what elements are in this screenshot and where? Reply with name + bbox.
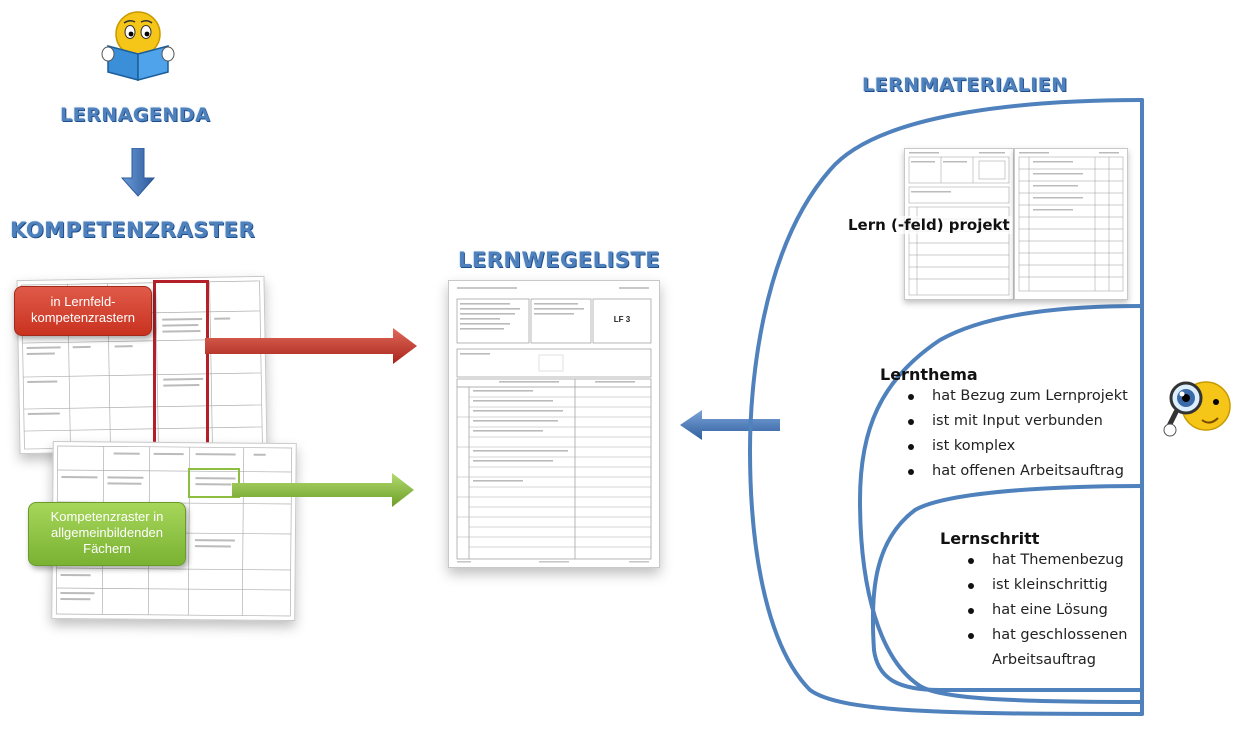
lernthema-item: hat Bezug zum Lernprojekt <box>906 384 1128 409</box>
callout-allgemein: Kompetenzraster in allgemeinbildenden Fä… <box>28 502 186 566</box>
materials-nesting-curves <box>747 98 1144 716</box>
lernschritt-item: ist kleinschrittig <box>966 573 1132 598</box>
lernprojekt-document-right <box>1014 148 1128 300</box>
callout-lernfeld: in Lernfeld- kompetenzrastern <box>14 286 152 336</box>
magnifier-smiley-icon <box>1163 381 1231 437</box>
lernprojekt-title: Lern (-feld) projekt <box>846 216 1012 234</box>
reading-smiley-icon <box>101 11 175 81</box>
down-arrow-icon <box>120 148 156 197</box>
lernschritt-item: hat geschlossenen Arbeitsauftrag <box>966 623 1132 673</box>
lernthema-list: hat Bezug zum Lernprojekt ist mit Input … <box>906 384 1128 484</box>
lernwegeliste-lf-label: LF 3 <box>613 315 631 324</box>
lernschritt-item: hat eine Lösung <box>966 598 1132 623</box>
green-arrow <box>232 473 414 507</box>
lernthema-item: ist komplex <box>906 434 1128 459</box>
blue-arrow <box>680 410 780 440</box>
red-arrow <box>205 328 417 364</box>
lernschritt-title: Lernschritt <box>940 529 1040 548</box>
lernwegeliste-document: LF 3 <box>448 280 660 568</box>
lernprojekt-doc-right-content <box>1018 152 1124 292</box>
heading-lernmaterialien: LERNMATERIALIEN <box>862 74 1068 96</box>
lernschritt-item: hat Themenbezug <box>966 548 1132 573</box>
heading-lernwegeliste: LERNWEGELISTE <box>458 248 661 272</box>
lernthema-item: ist mit Input verbunden <box>906 409 1128 434</box>
heading-kompetenzraster: KOMPETENZRASTER <box>10 218 256 242</box>
lernthema-item: hat offenen Arbeitsauftrag <box>906 459 1128 484</box>
highlight-frame-red <box>153 280 209 452</box>
lernwegeliste-content <box>456 287 652 563</box>
lernschritt-list: hat Themenbezug ist kleinschrittig hat e… <box>966 548 1132 673</box>
heading-lernagenda: LERNAGENDA <box>60 104 211 126</box>
lernthema-title: Lernthema <box>880 365 978 384</box>
